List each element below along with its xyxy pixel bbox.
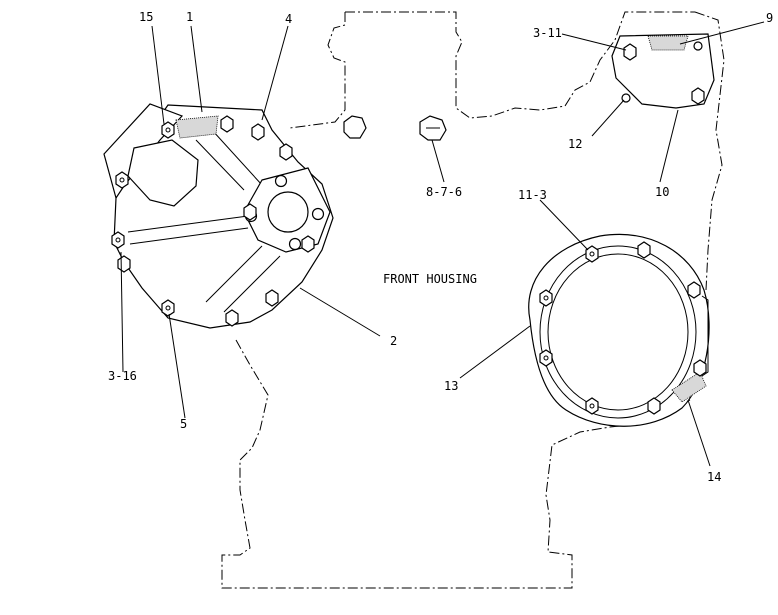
callout-1: 1 (186, 10, 193, 24)
title-front-housing: FRONT HOUSING (383, 272, 477, 286)
callout-10: 10 (655, 185, 669, 199)
callout-5: 5 (180, 417, 187, 431)
callout-2: 2 (390, 334, 397, 348)
callout-8-7-6: 8-7-6 (426, 185, 462, 199)
callout-11-3: 11-3 (518, 188, 547, 202)
small-access-cover (611, 33, 715, 109)
callout-4: 4 (285, 12, 292, 26)
callout-3-11: 3-11 (533, 26, 562, 40)
ring-cover (528, 233, 710, 427)
callout-15: 15 (139, 10, 153, 24)
callout-13: 13 (444, 379, 458, 393)
callout-3-16: 3-16 (108, 369, 137, 383)
seal-strip-small-cover (647, 35, 689, 51)
callout-9: 9 (766, 11, 773, 25)
callout-14: 14 (707, 470, 721, 484)
seal-strip-ring (671, 371, 707, 403)
seal-strip-top (175, 115, 219, 139)
cover-bolts (111, 115, 315, 327)
leader-lines (120, 21, 765, 467)
callout-12: 12 (568, 137, 582, 151)
loose-bolts (343, 115, 447, 141)
